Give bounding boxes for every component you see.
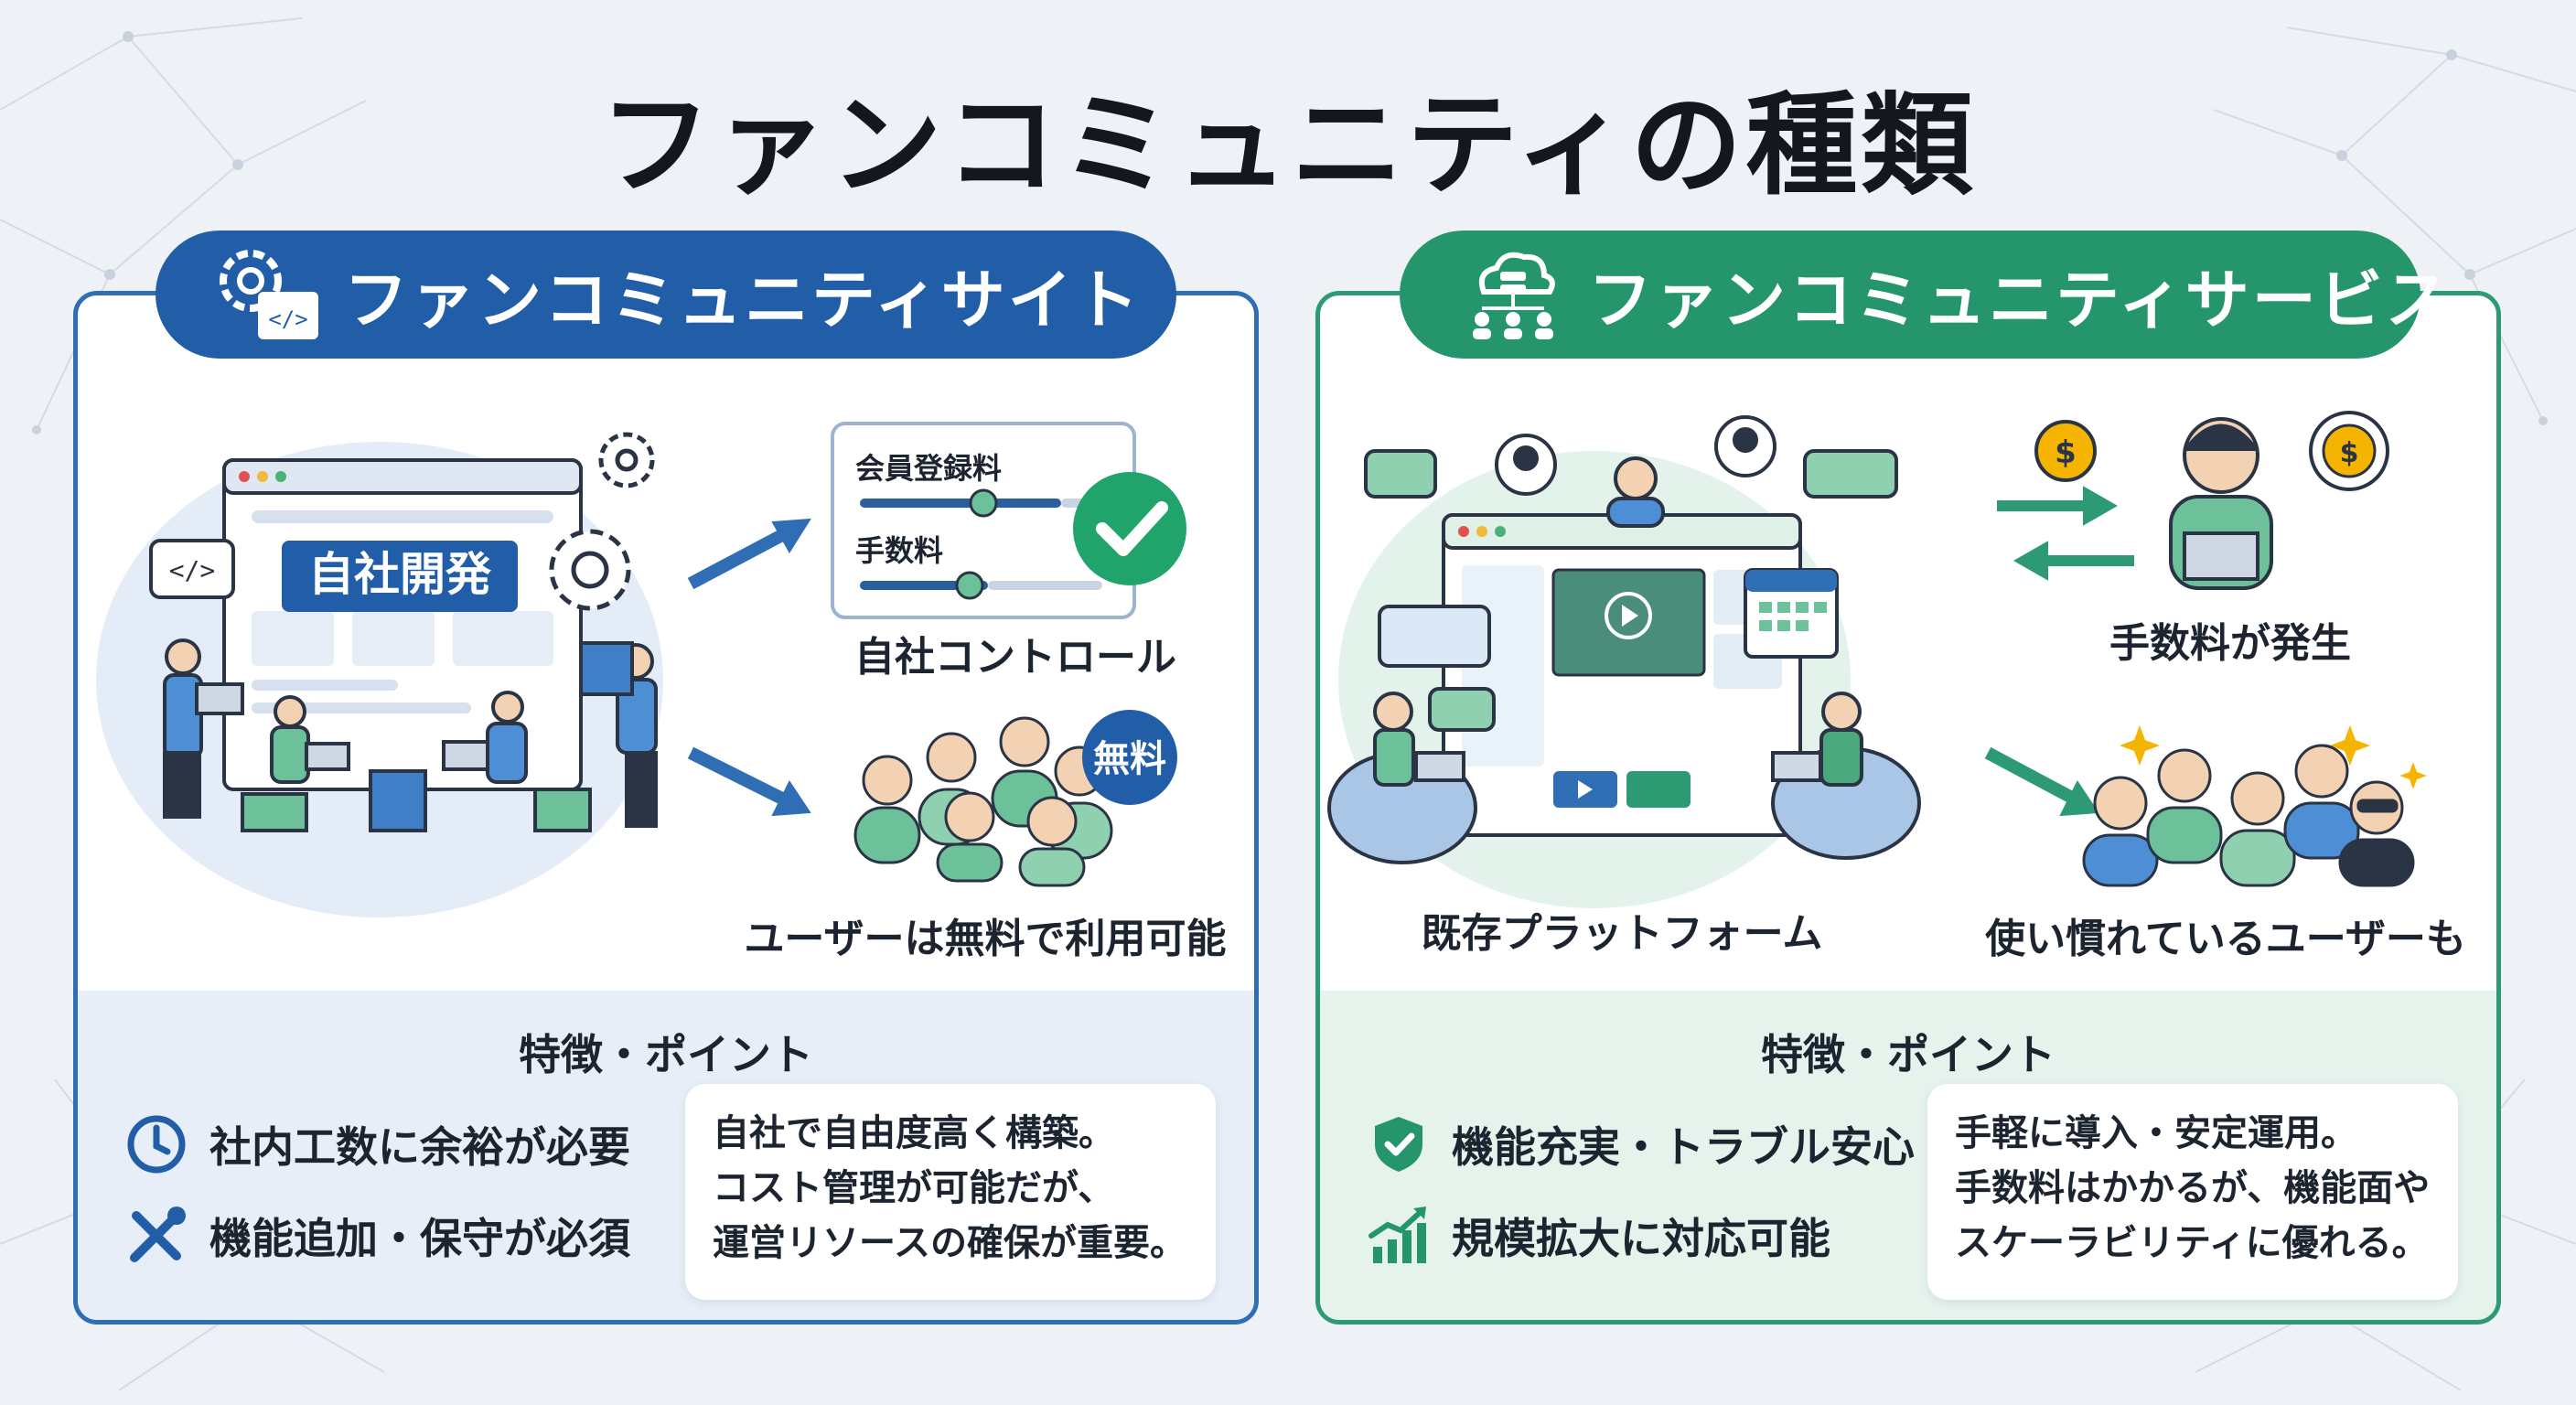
free-badge-label: 無料 (1093, 738, 1166, 780)
feature-label: 機能充実・トラブル安心 (1452, 1122, 1915, 1172)
users-group (853, 716, 1113, 887)
beanbag-users (1327, 692, 1921, 864)
users-caption: ユーザーは無料で利用可能 (744, 916, 1226, 962)
note-line: 運営リソースの確保が重要。 (713, 1222, 1186, 1264)
arrow-to-users (687, 746, 811, 817)
page-title: ファンコミュニティの種類 (599, 80, 1977, 210)
feature-label: 規模拡大に対応可能 (1452, 1214, 1830, 1263)
feature-label: 機能追加・保守が必須 (209, 1214, 630, 1263)
service-heading: ファンコミュニティサービス (1588, 262, 2453, 338)
feature-item: 機能追加・保守が必須 (123, 1199, 630, 1272)
summary-note: 自社で自由度高く構築。 コスト管理が可能だが、 運営リソースの確保が重要。 (685, 1084, 1216, 1300)
user-avatars (1495, 415, 1776, 528)
clock-icon (127, 1115, 186, 1174)
features-section: 特徴・ポイント 社内工数に余裕が必要 機能追加・保守が必須 自社で自由度高く構築… (78, 991, 1254, 1320)
cloud-users-icon (1473, 252, 1555, 339)
site-heading-pill: </> ファンコミュニティサイト (156, 231, 1176, 359)
chat-bubble-icon (1364, 449, 1898, 732)
growth-chart-icon (1368, 1207, 1426, 1263)
service-heading-pill: ファンコミュニティサービス (1400, 231, 2450, 359)
free-badge (1082, 710, 1177, 805)
note-line: コスト管理が可能だが、 (713, 1167, 1115, 1209)
arrow-to-control (687, 518, 811, 590)
svg-text:</>: </> (169, 555, 216, 585)
feature-item: 社内工数に余裕が必要 (123, 1108, 630, 1181)
code-bubble-icon: </> (149, 539, 235, 599)
in-house-development-illustration: 自社開発 </> (96, 422, 1227, 962)
note-line: 手数料はかかるが、機能面や (1955, 1167, 2431, 1209)
features-title: 特徴・ポイント (1761, 1030, 2055, 1079)
note-line: スケーラビリティに優れる。 (1955, 1222, 2429, 1264)
fee-settings-card (831, 422, 1136, 619)
fee-row-registration: 会員登録料 (855, 451, 1002, 486)
platform-caption: 既存プラットフォーム (1422, 910, 1823, 957)
coin-icon: $ $ (2034, 411, 2389, 491)
fee-row-commission: 手数料 (855, 533, 943, 568)
svg-text:</>: </> (268, 306, 307, 332)
gear-icon (549, 432, 655, 611)
fee-caption: 手数料が発生 (2109, 620, 2351, 667)
team-people (163, 638, 658, 832)
users-caption: 使い慣れているユーザーも (1985, 916, 2466, 962)
existing-platform-illustration: $ $ 手数料が発生 (1327, 411, 2466, 962)
site-heading: ファンコミュニティサイト (344, 262, 1142, 338)
in-house-label-box (282, 541, 518, 612)
in-house-label: 自社開発 (308, 548, 492, 601)
features-section: 特徴・ポイント 機能充実・トラブル安心 規模拡大に対応可能 手軽に導入・安定運用… (1320, 991, 2496, 1320)
paying-user (2169, 417, 2273, 590)
features-title: 特徴・ポイント (519, 1030, 813, 1079)
summary-note: 手軽に導入・安定運用。 手数料はかかるが、機能面や スケーラビリティに優れる。 (1927, 1084, 2458, 1300)
shield-check-icon (1375, 1117, 1422, 1172)
gear-code-icon: </> (220, 250, 318, 339)
feature-item: 規模拡大に対応可能 (1366, 1199, 1830, 1272)
fan-community-service-panel: $ $ 手数料が発生 (1315, 291, 2501, 1325)
svg-text:$: $ (2055, 434, 2077, 471)
check-icon (1073, 472, 1186, 585)
sparkle-icon (2120, 725, 2427, 789)
tools-icon (130, 1207, 186, 1262)
fan-community-site-panel: 自社開発 </> (73, 291, 1259, 1325)
arrow-to-users (1984, 746, 2099, 817)
platform-window (1442, 513, 1802, 837)
feature-item: 機能充実・トラブル安心 (1366, 1108, 1915, 1181)
note-line: 自社で自由度高く構築。 (713, 1112, 1115, 1154)
exchange-arrows (1997, 486, 2134, 581)
note-line: 手軽に導入・安定運用。 (1955, 1112, 2357, 1154)
feature-label: 社内工数に余裕が必要 (209, 1122, 630, 1172)
svg-text:$: $ (2340, 437, 2359, 469)
users-group (2082, 744, 2415, 887)
calendar-icon (1744, 568, 1839, 659)
control-caption: 自社コントロール (854, 634, 1176, 681)
